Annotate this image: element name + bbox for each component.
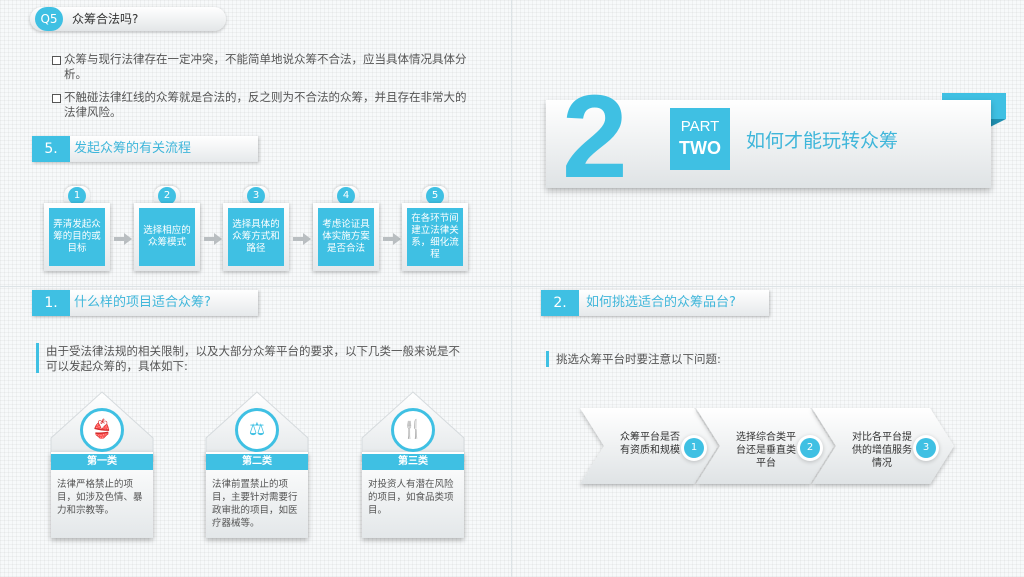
arrow-right-icon — [204, 237, 216, 241]
part-label: PART — [680, 118, 720, 135]
fork-knife-icon: 🍴 — [391, 408, 435, 452]
section2-header — [541, 290, 769, 316]
section1-title: 什么样的项目适合众筹? — [74, 295, 211, 310]
section1-number: 1. — [32, 290, 70, 316]
criteria-number: 2 — [800, 438, 820, 458]
part-big-number: 2 — [562, 71, 628, 203]
q5-bullet-2: 不触碰法律红线的众筹就是合法的，反之则为不合法的众筹，并且存在非常大的法律风险。 — [64, 90, 467, 119]
chevron-shape-3 — [812, 408, 954, 484]
ribbon-fold — [990, 119, 1006, 127]
intro-accent-bar — [546, 351, 549, 367]
arrow-right-icon — [383, 237, 395, 241]
step-number: 3 — [247, 187, 265, 205]
chevron-shape-2 — [696, 408, 834, 484]
part-two-title: 如何才能玩转众筹 — [746, 130, 899, 152]
category-label: 第三类 — [362, 454, 464, 470]
arrow-head-icon — [393, 233, 401, 245]
category-text: 法律严格禁止的项目，如涉及色情、暴力和宗教等。 — [57, 479, 143, 516]
criteria-text: 对比各平台提供的增值服务情况 — [852, 432, 912, 469]
section2-title: 如何挑选适合的众筹品台? — [586, 295, 736, 310]
arrow-head-icon — [124, 233, 132, 245]
bikini-icon: 👙 — [80, 408, 124, 452]
step-text: 弄清发起众筹的目的或目标 — [49, 208, 105, 266]
step-number: 2 — [158, 187, 176, 205]
q5-bullet-1: 众筹与现行法律存在一定冲突，不能简单地说众筹不合法，应当具体情况具体分析。 — [64, 52, 467, 81]
step-number: 5 — [426, 187, 444, 205]
step-number: 1 — [68, 187, 86, 205]
category-label: 第二类 — [206, 454, 308, 470]
chevron-process — [580, 408, 954, 484]
q5-badge: Q5 — [35, 7, 63, 31]
arrow-head-icon — [303, 233, 311, 245]
arrow-right-icon — [114, 237, 126, 241]
section5-title: 发起众筹的有关流程 — [74, 141, 192, 156]
section5-number: 5. — [32, 136, 70, 162]
bullet-square-icon — [52, 56, 61, 65]
two-label: TWO — [679, 138, 721, 158]
category-label: 第一类 — [51, 454, 153, 470]
category-text: 法律前置禁止的项目，主要针对需要行政审批的项目，如医疗器械等。 — [212, 479, 298, 529]
bullet-square-icon — [52, 94, 61, 103]
section1-intro: 由于受法律法规的相关限制，以及大部分众筹平台的要求，以下几类一般来说是不可以发起… — [46, 344, 460, 373]
gavel-icon: ⚖ — [235, 408, 279, 452]
horizontal-divider — [0, 286, 1024, 287]
part-two-banner — [546, 100, 991, 188]
step-text: 考虑论证具体实施方案是否合法 — [318, 208, 374, 266]
q5-title: 众筹合法吗? — [72, 12, 139, 26]
category-text: 对投资人有潜在风险的项目，如食品类项目。 — [368, 479, 454, 516]
criteria-number: 1 — [684, 438, 704, 458]
criteria-text: 选择综合类平台还是垂直类平台 — [736, 432, 796, 469]
vertical-divider — [511, 0, 512, 577]
chevron-shape-1 — [580, 408, 718, 484]
part-label-box: PART TWO — [670, 108, 730, 170]
step-text: 选择具体的众筹方式和路径 — [228, 208, 284, 266]
arrow-right-icon — [293, 237, 305, 241]
criteria-number: 3 — [916, 438, 936, 458]
criteria-text: 众筹平台是否有资质和规模 — [620, 432, 680, 456]
step-text: 选择相应的众筹模式 — [139, 208, 195, 266]
intro-accent-bar — [36, 343, 39, 373]
step-number: 4 — [337, 187, 355, 205]
section2-number: 2. — [541, 290, 579, 316]
step-text: 在各环节间建立法律关系，细化流程 — [407, 208, 463, 266]
arrow-head-icon — [214, 233, 222, 245]
section2-intro: 挑选众筹平台时要注意以下问题: — [556, 352, 721, 366]
